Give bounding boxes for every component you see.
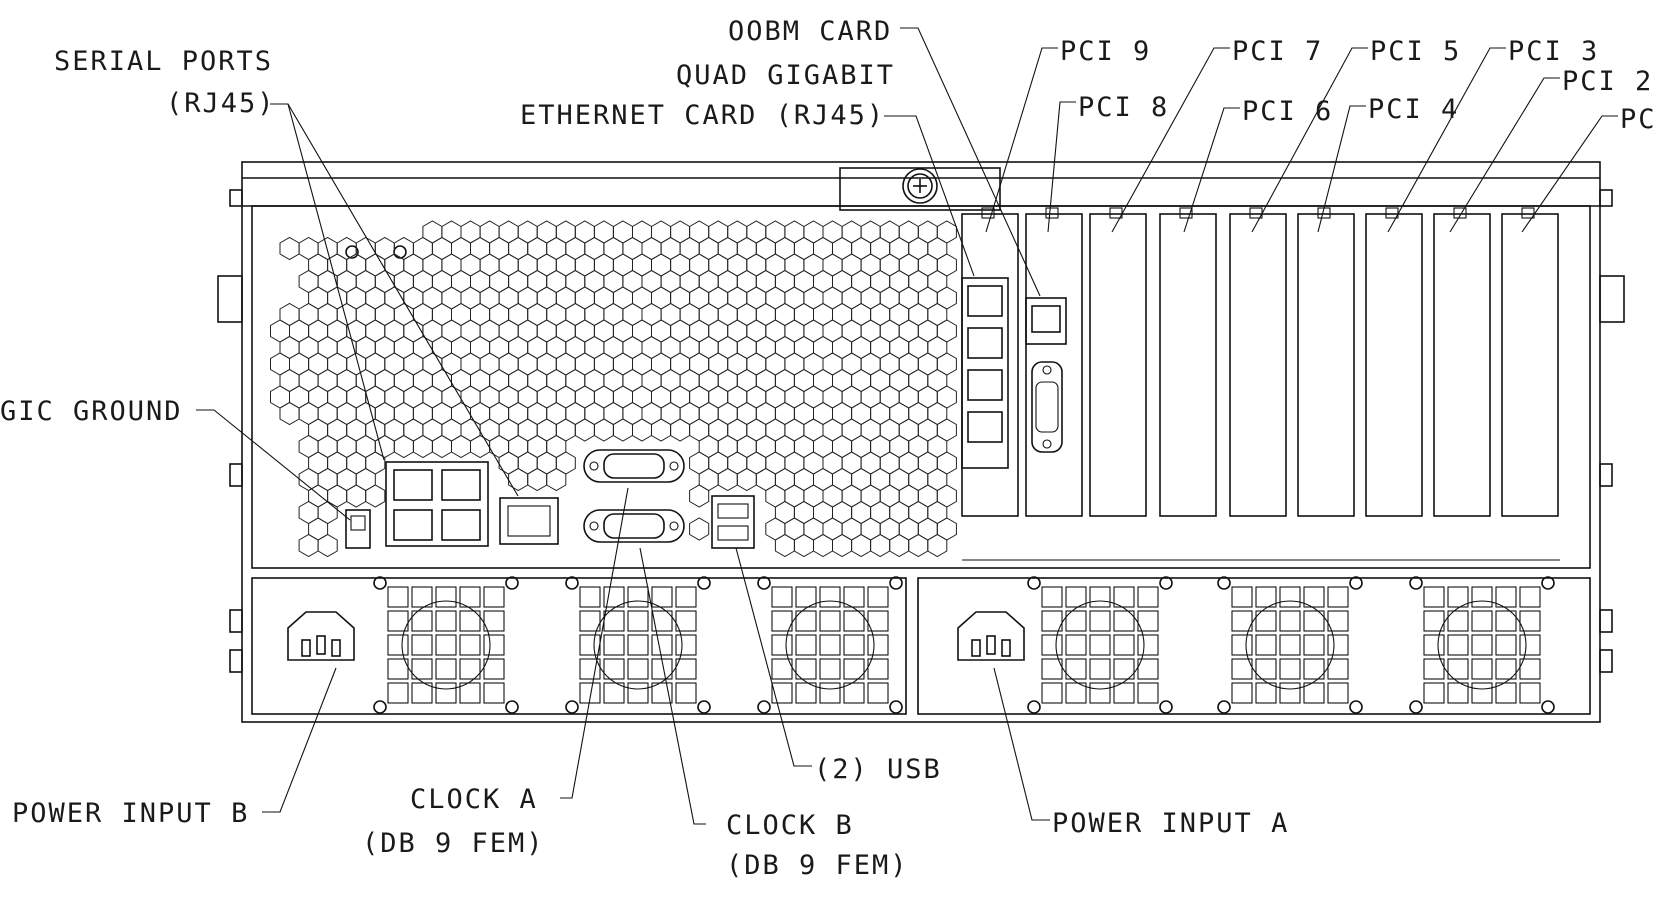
oobm-card (1025, 297, 1067, 453)
label-quad-gigabit: QUAD GIGABIT (676, 60, 895, 91)
label-oobm-card: OOBM CARD (728, 16, 892, 47)
chassis-outline (217, 161, 1625, 723)
usb-ports (711, 495, 755, 549)
label-pci-2: PCI 2 (1562, 66, 1653, 97)
pci-slot-bank (961, 207, 1560, 569)
label-pci-3: PCI 3 (1508, 36, 1599, 67)
vent-hex-grid (270, 220, 957, 558)
label-pci-1: PC (1620, 104, 1657, 135)
fan-grilles (373, 576, 1555, 714)
label-clock-a: CLOCK A (410, 784, 538, 815)
label-rj45: (RJ45) (166, 88, 276, 119)
clock-a-db9 (583, 449, 685, 483)
logic-ground-terminal (345, 509, 371, 549)
label-pci-9: PCI 9 (1060, 36, 1151, 67)
quad-ethernet-card (961, 277, 1009, 469)
label-logic-ground: GIC GROUND (0, 396, 183, 427)
label-pci-7: PCI 7 (1232, 36, 1323, 67)
label-serial-ports: SERIAL PORTS (54, 46, 273, 77)
serial-rj45-block (385, 461, 559, 547)
label-ethernet-card: ETHERNET CARD (RJ45) (520, 100, 885, 131)
callout-labels: SERIAL PORTS (RJ45) OOBM CARD QUAD GIGAB… (0, 16, 1657, 881)
label-pci-8: PCI 8 (1078, 92, 1169, 123)
label-power-input-b: POWER INPUT B (12, 798, 249, 829)
label-clock-b: CLOCK B (726, 810, 854, 841)
label-power-input-a: POWER INPUT A (1052, 808, 1289, 839)
clock-b-db9 (583, 509, 685, 543)
label-clock-b-sub: (DB 9 FEM) (726, 850, 909, 881)
label-pci-6: PCI 6 (1242, 96, 1333, 127)
leader-lines (196, 27, 1618, 825)
label-pci-4: PCI 4 (1368, 94, 1459, 125)
power-supply-a (957, 611, 1025, 661)
label-pci-5: PCI 5 (1370, 36, 1461, 67)
power-supply-b (287, 611, 355, 661)
label-usb: (2) USB (814, 754, 942, 785)
label-clock-a-sub: (DB 9 FEM) (362, 828, 545, 859)
